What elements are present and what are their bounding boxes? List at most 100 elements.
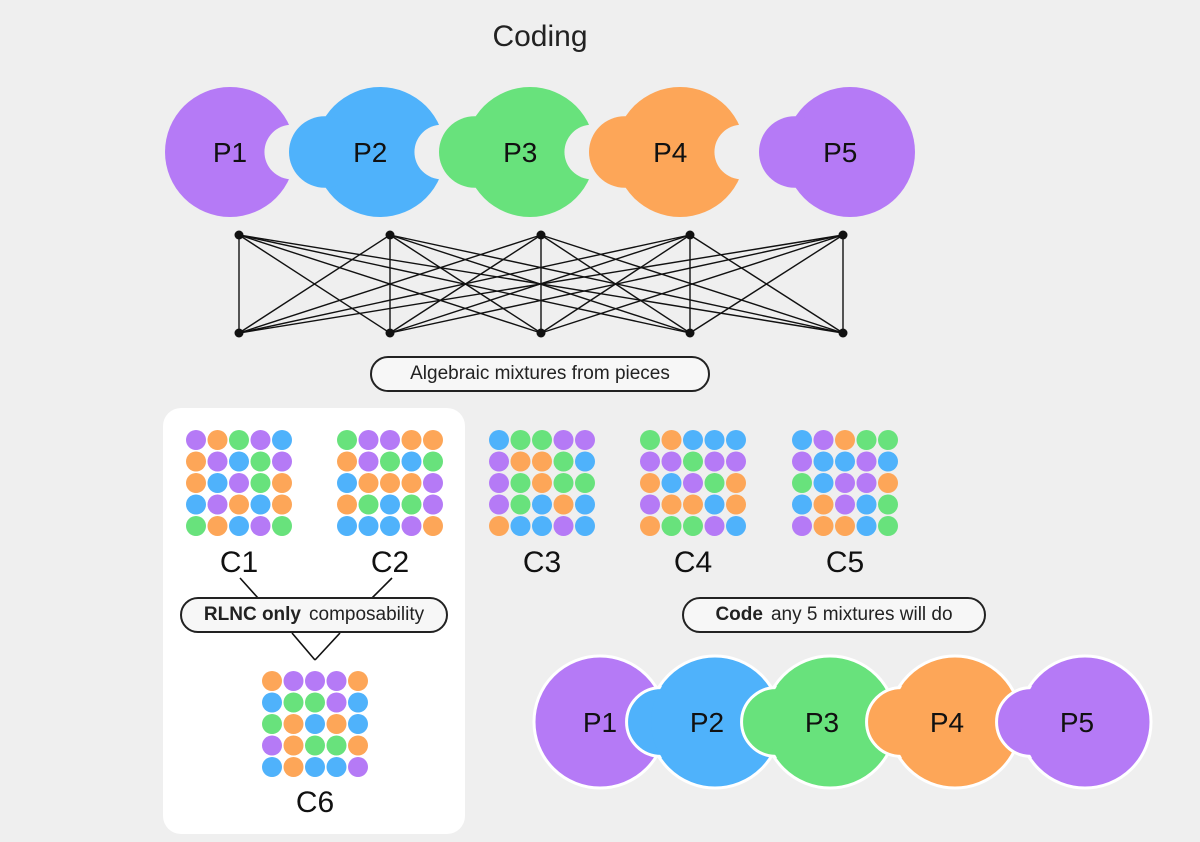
- mixture-dot: [792, 516, 812, 536]
- mixture-dot: [272, 451, 292, 472]
- mixture-dot: [532, 494, 552, 515]
- mixture-dot: [813, 451, 834, 472]
- piece-node: [838, 230, 848, 240]
- mixture-dot: [207, 430, 228, 450]
- mixture-dot: [423, 451, 443, 472]
- mixture-dot: [792, 430, 812, 450]
- mixture-dot: [683, 516, 703, 536]
- rlnc-composability-pill: RLNC only composability: [180, 597, 448, 633]
- mixture-dot: [856, 473, 877, 493]
- mixture-dot: [683, 473, 703, 493]
- mixture-node: [536, 328, 546, 338]
- mixture-dot: [683, 494, 703, 515]
- piece-tab: [589, 116, 661, 188]
- mixture-dot: [326, 714, 347, 734]
- mixture-dot: [575, 430, 595, 450]
- mixture-dot: [510, 451, 531, 472]
- code-label: C6: [296, 786, 334, 819]
- mixture-dot: [878, 451, 898, 472]
- mixture-dot: [661, 430, 682, 450]
- mix-edge: [238, 234, 542, 334]
- mixture-dot: [358, 494, 379, 515]
- mixture-dot: [575, 516, 595, 536]
- mixture-dot: [423, 473, 443, 493]
- code-c2: C2: [337, 430, 443, 579]
- mixture-dot: [661, 494, 682, 515]
- mixture-dot: [272, 430, 292, 450]
- mixture-dot: [272, 516, 292, 536]
- mixture-dot: [283, 735, 304, 756]
- mixture-dot: [250, 516, 271, 536]
- mixture-dot: [489, 430, 509, 450]
- mixture-dot: [207, 494, 228, 515]
- code-c6: C6: [262, 671, 368, 819]
- mixture-dot: [358, 451, 379, 472]
- compose-line: [291, 632, 316, 661]
- mixture-dot: [262, 692, 282, 713]
- rlnc-only-label: RLNC only: [203, 604, 301, 625]
- mixture-dot: [553, 516, 574, 536]
- mixture-dot: [553, 494, 574, 515]
- mixture-dot: [250, 451, 271, 472]
- mixture-dot: [510, 516, 531, 536]
- code-c1: C1: [186, 430, 292, 579]
- mixture-dot: [813, 494, 834, 515]
- mixture-dot: [401, 516, 422, 536]
- mixture-dot: [337, 473, 357, 493]
- mixture-dot: [380, 430, 400, 450]
- mixture-dot: [283, 714, 304, 734]
- piece-label: P2: [353, 137, 387, 168]
- mixture-dot: [661, 473, 682, 493]
- assembled-piece-p5: P5: [995, 654, 1153, 790]
- assembled-piece-p1: P1: [532, 654, 668, 790]
- code-c3: C3: [489, 430, 595, 579]
- mixtures-label-pill: Algebraic mixtures from pieces: [370, 356, 710, 392]
- mixture-dot: [661, 451, 682, 472]
- mixture-dot: [250, 430, 271, 450]
- mixture-dot: [575, 494, 595, 515]
- piece-node: [685, 230, 695, 240]
- mix-edge: [238, 234, 391, 334]
- mix-edge: [389, 234, 844, 334]
- mixture-dot: [380, 516, 400, 536]
- mixture-dot: [262, 735, 282, 756]
- mixture-dot: [704, 430, 725, 450]
- mixture-dot: [186, 430, 206, 450]
- mixture-dot: [348, 671, 368, 691]
- mixture-dot: [380, 494, 400, 515]
- piece-node: [536, 230, 546, 240]
- mixture-dot: [423, 516, 443, 536]
- mixture-dot: [305, 671, 325, 691]
- piece-p5: P5: [759, 87, 915, 217]
- code-label: Code: [715, 604, 763, 625]
- piece-body-fill: [1021, 658, 1149, 786]
- mixture-dot: [186, 451, 206, 472]
- mixture-dot: [553, 451, 574, 472]
- piece-body: [315, 87, 445, 217]
- any-five-label: any 5 mixtures will do: [770, 604, 953, 625]
- mixture-dot: [813, 516, 834, 536]
- piece-tab: [289, 116, 361, 188]
- piece-body: [615, 87, 745, 217]
- mixture-dot: [348, 714, 368, 734]
- piece-label: P1: [583, 707, 617, 738]
- piece-p4: P4: [589, 87, 770, 217]
- mixture-dot: [726, 494, 746, 515]
- compose-line: [239, 577, 259, 599]
- mixture-dot: [489, 473, 509, 493]
- mixture-dot: [553, 473, 574, 493]
- mixture-dot: [283, 692, 304, 713]
- code-any-five-pill: Code any 5 mixtures will do: [682, 597, 986, 633]
- mixture-dot: [856, 430, 877, 450]
- mixture-dot: [792, 473, 812, 493]
- mixture-dot: [640, 451, 660, 472]
- mixture-dot: [337, 451, 357, 472]
- mixture-dot: [510, 473, 531, 493]
- mixture-dot: [683, 451, 703, 472]
- piece-body-fill: [891, 658, 1019, 786]
- mixture-dot: [726, 451, 746, 472]
- mixture-dot: [401, 494, 422, 515]
- mixture-dot: [423, 430, 443, 450]
- mixture-dot: [726, 430, 746, 450]
